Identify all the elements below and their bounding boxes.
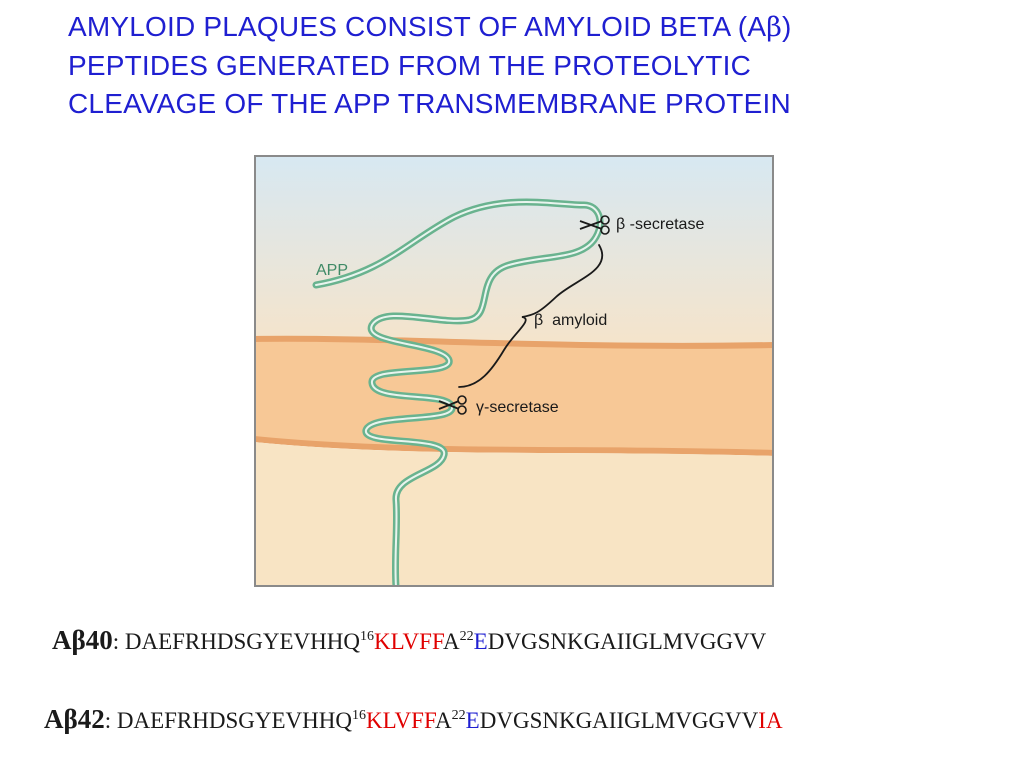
abeta42-sup16: 16 — [352, 708, 366, 723]
title-line-2: PEPTIDES GENERATED FROM THE PROTEOLYTIC — [68, 50, 751, 81]
abeta40-part5: DVGSNKGAIIGLMVGGVV — [487, 629, 767, 654]
abeta42-part3: A — [435, 708, 452, 733]
abeta40-e22: E — [473, 629, 488, 654]
abeta40-name: Aβ40 — [52, 625, 113, 655]
abeta40-sup22: 22 — [459, 629, 474, 644]
abeta42-colon: : — [104, 708, 112, 733]
beta-amyloid-label: β amyloid — [534, 312, 607, 329]
beta-amyloid-bracket — [458, 244, 603, 388]
cytoplasm — [254, 442, 774, 587]
abeta42-tail-ia: IA — [758, 708, 783, 733]
title-line-1-close: ) — [782, 11, 792, 42]
abeta42-klvff: KLVFF — [366, 708, 436, 733]
title-line-1-text: AMYLOID PLAQUES CONSIST OF AMYLOID BETA … — [68, 11, 767, 42]
figure-frame — [254, 155, 774, 587]
abeta42-part1: DAEFRHDSGYEVHHQ — [111, 708, 352, 733]
title-beta-symbol: β — [766, 12, 783, 43]
abeta42-name: Aβ42 — [44, 704, 105, 734]
gamma-secretase-scissors-icon — [438, 395, 467, 415]
abeta40-klvff: KLVFF — [374, 629, 444, 654]
abeta42-e22: E — [465, 708, 480, 733]
app-cleavage-diagram: β -secretase γ-secretase β amyloid APP — [254, 155, 774, 587]
cell-membrane — [254, 338, 774, 453]
beta-secretase-scissors-icon — [579, 215, 610, 235]
abeta40-part3: A — [443, 629, 460, 654]
abeta42-sup22: 22 — [451, 708, 466, 723]
title-line-1: AMYLOID PLAQUES CONSIST OF AMYLOID BETA … — [68, 8, 1008, 47]
title-line-3: CLEAVAGE OF THE APP TRANSMEMBRANE PROTEI… — [68, 88, 791, 119]
beta-secretase-label: β -secretase — [616, 216, 704, 233]
abeta40-colon: : — [112, 629, 120, 654]
abeta42-sequence: Aβ42: DAEFRHDSGYEVHHQ16KLVFFA22EDVGSNKGA… — [44, 704, 783, 735]
abeta40-part1: DAEFRHDSGYEVHHQ — [119, 629, 360, 654]
membrane-inner-edge — [254, 436, 774, 456]
extracellular-space — [254, 155, 774, 345]
membrane-outer-edge — [254, 335, 774, 349]
gamma-secretase-label: γ-secretase — [476, 399, 559, 416]
slide-title: AMYLOID PLAQUES CONSIST OF AMYLOID BETA … — [68, 8, 1008, 123]
abeta40-sequence: Aβ40: DAEFRHDSGYEVHHQ16KLVFFA22EDVGSNKGA… — [52, 625, 766, 656]
abeta42-part5: DVGSNKGAIIGLMVGGVV — [479, 708, 759, 733]
app-label: APP — [316, 262, 348, 279]
abeta40-sup16: 16 — [360, 629, 374, 644]
